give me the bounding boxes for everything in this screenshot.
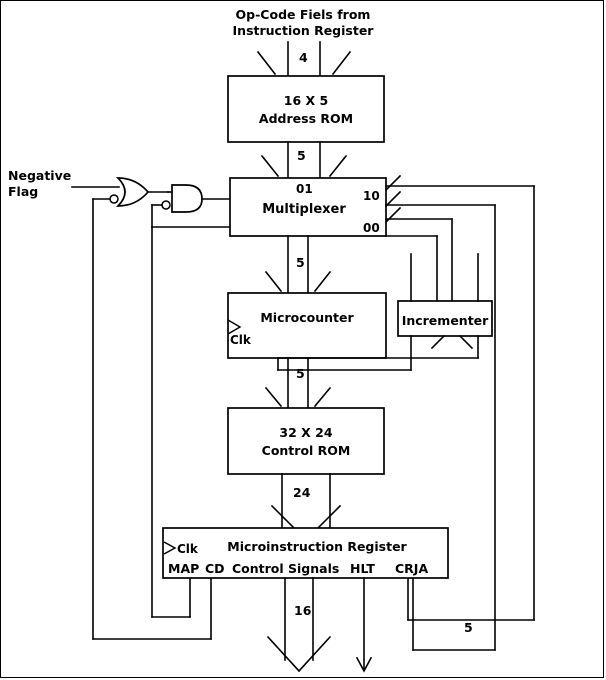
mux-microcounter-width-label: 5 [296, 255, 305, 270]
control-rom-box [227, 407, 385, 475]
mir-field-hlt-label: HLT [350, 561, 375, 576]
incrementer-label: Incrementer [402, 313, 489, 328]
control-rom-label-line1: 32 X 24 [279, 425, 332, 440]
microcounter-clock-input-triangle-icon [227, 319, 242, 335]
microcounter-controlrom-arrow-left [264, 386, 283, 408]
crja-feedback-width-label: 5 [464, 620, 473, 635]
control-signals-width-label: 16 [294, 603, 312, 618]
address-rom-box [227, 75, 385, 143]
controlrom-mir-width-label: 24 [293, 485, 311, 500]
addrrom-mux-bus-width-label: 5 [297, 148, 306, 163]
multiplexer-label: Multiplexer [262, 202, 346, 217]
address-rom-label-line1: 16 X 5 [284, 93, 328, 108]
microcounter-label: Microcounter [260, 310, 354, 325]
addrrom-mux-arrow-left [260, 154, 280, 178]
multiplexer-select-10-label: 10 [363, 189, 380, 203]
opcode-bus-arrow-left [256, 50, 277, 76]
address-rom-label-line2: Address ROM [259, 111, 353, 126]
or-gate-input-inversion-bubble [109, 194, 119, 204]
control-signals-arrow-right [297, 635, 332, 673]
multiplexer-select-00-label: 00 [363, 221, 380, 235]
mir-field-crja-label: CRJA [395, 561, 428, 576]
microinstruction-register-label: Microinstruction Register [227, 539, 407, 554]
incrementer-output-arrow-right [458, 334, 474, 350]
control-rom-label-line2: Control ROM [262, 443, 351, 458]
controlrom-mir-arrow-left [270, 504, 296, 530]
opcode-source-title-line2: Instruction Register [233, 23, 375, 38]
mir-field-cd-label: CD [205, 561, 225, 576]
mux-right-input-arrow-1 [384, 174, 402, 192]
microinstruction-register-box [162, 527, 449, 579]
negative-flag-label-line2: Flag [8, 184, 38, 199]
opcode-bus-arrow-right [331, 50, 352, 76]
mux-right-input-arrow-3 [384, 206, 402, 224]
mux-microcounter-arrow-left [264, 270, 283, 293]
mux-microcounter-arrow-right [313, 270, 332, 293]
multiplexer-select-01-label: 01 [296, 182, 313, 196]
incrementer-box [397, 300, 493, 337]
and-gate-input-inversion-bubble [161, 200, 171, 210]
mux-right-input-arrow-2 [384, 190, 402, 208]
addrrom-mux-arrow-right [328, 154, 348, 178]
microcounter-controlrom-width-label: 5 [296, 366, 305, 381]
microcounter-controlrom-arrow-right [313, 386, 332, 408]
microcounter-clk-label: Clk [230, 333, 252, 347]
or-gate [115, 177, 150, 207]
and-gate [171, 184, 203, 213]
mir-field-map-label: MAP [168, 561, 199, 576]
opcode-source-title-line1: Op-Code Fiels from [236, 7, 371, 22]
mir-field-control-signals-label: Control Signals [232, 561, 339, 576]
microinstruction-register-clk-label: Clk [177, 542, 199, 556]
opcode-bus-width-label: 4 [299, 50, 308, 65]
microcounter-box [227, 292, 387, 359]
hlt-output-arrowhead [355, 656, 373, 673]
incrementer-output-arrow-left [430, 334, 446, 350]
negative-flag-label-line1: Negative [8, 168, 71, 183]
control-signals-arrow-left [266, 635, 301, 673]
controlrom-mir-arrow-right [316, 504, 342, 530]
microinstruction-register-clock-input-triangle-icon [163, 541, 177, 555]
